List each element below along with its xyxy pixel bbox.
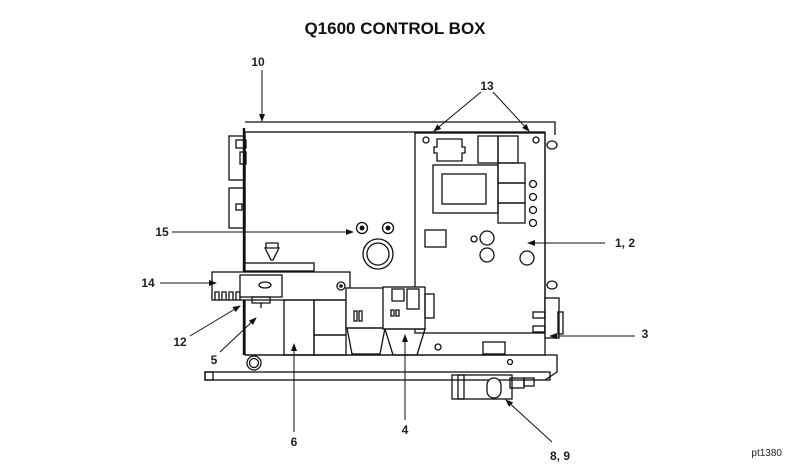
callout-5: 5 bbox=[211, 353, 218, 367]
callout-10: 10 bbox=[251, 55, 265, 69]
callout-13: 13 bbox=[480, 79, 494, 93]
control-box-drawing bbox=[204, 121, 564, 400]
callout-15: 15 bbox=[155, 225, 169, 239]
diagram-title: Q1600 CONTROL BOX bbox=[304, 19, 486, 38]
callout-labels: 10 13 15 1, 2 14 12 5 3 6 4 8, 9 bbox=[141, 55, 648, 463]
callout-12: 12 bbox=[173, 335, 187, 349]
reference-code: pt1380 bbox=[751, 448, 782, 459]
callout-4: 4 bbox=[402, 423, 409, 437]
callout-14: 14 bbox=[141, 276, 155, 290]
callout-3: 3 bbox=[642, 327, 649, 341]
callout-leaders bbox=[160, 70, 635, 443]
callout-6: 6 bbox=[291, 435, 298, 449]
callout-8-9: 8, 9 bbox=[550, 449, 570, 463]
callout-1-2: 1, 2 bbox=[615, 236, 635, 250]
